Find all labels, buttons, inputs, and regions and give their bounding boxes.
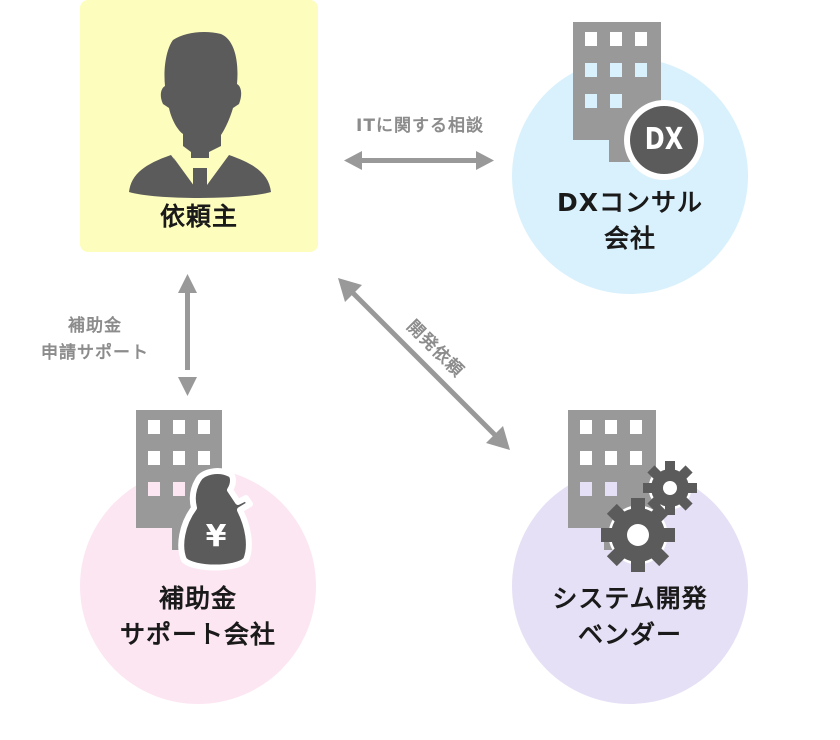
dx-badge-text: DX <box>644 122 684 157</box>
subsidy-label-line1: 補助金 <box>158 584 237 613</box>
vendor-label-line2: ベンダー <box>577 620 682 649</box>
dx-consult-label-line2: 会社 <box>603 224 656 253</box>
arrow-client-dx <box>344 151 494 170</box>
client-label: 依頼主 <box>159 202 238 231</box>
building-gears-icon <box>568 410 697 572</box>
building-money-bag-icon <box>136 410 253 571</box>
building-dx-icon <box>573 22 704 180</box>
subsidy-label-line2: サポート会社 <box>119 620 276 649</box>
arrow-client-subsidy <box>178 274 197 396</box>
edge-label-subsidy-line1: 補助金 <box>68 316 122 336</box>
arrow-client-vendor <box>338 278 510 450</box>
edge-label-subsidy-line2: 申請サポート <box>41 343 149 363</box>
businessman-icon <box>129 32 271 198</box>
dx-consult-label-line1: DXコンサル <box>556 188 704 217</box>
edge-label-it-consult: ITに関する相談 <box>356 116 484 136</box>
vendor-label-line1: システム開発 <box>552 584 708 613</box>
yen-sign: ¥ <box>205 519 227 554</box>
